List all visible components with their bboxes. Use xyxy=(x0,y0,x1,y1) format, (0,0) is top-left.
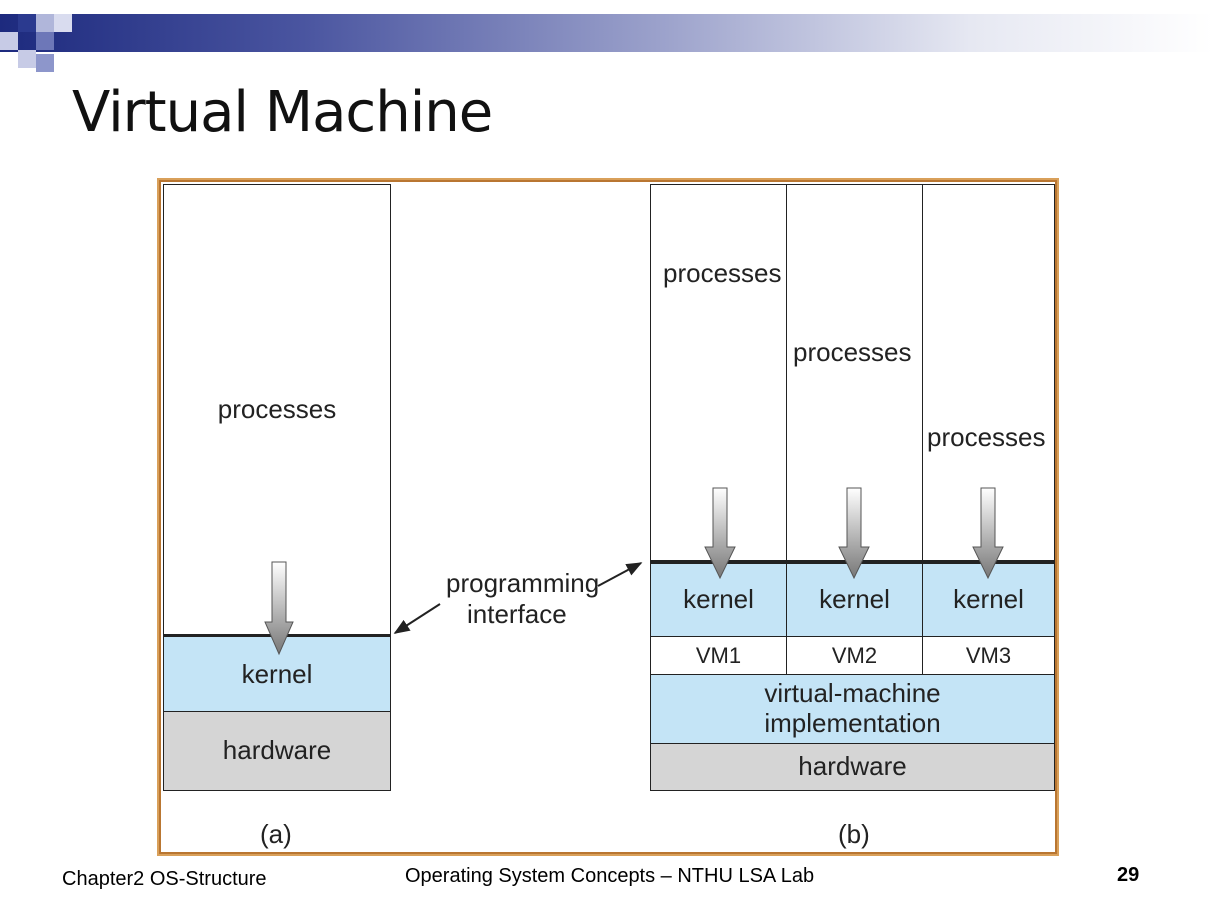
vm-implementation-label-line2: implementation xyxy=(764,708,941,738)
header-square xyxy=(18,14,36,32)
hardware-label-a: hardware xyxy=(222,735,332,766)
hardware-box-b: hardware xyxy=(650,743,1055,791)
footer-center: Operating System Concepts – NTHU LSA Lab xyxy=(405,865,815,887)
interface-arrow-left xyxy=(393,603,441,634)
caption-b: (b) xyxy=(838,819,870,849)
down-arrow-a xyxy=(264,561,294,656)
hardware-box-a: hardware xyxy=(163,711,391,791)
processes-label-vm2: processes xyxy=(793,337,912,367)
processes-label-vm3: processes xyxy=(927,422,1046,452)
processes-label-vm1: processes xyxy=(663,258,782,288)
vm-label-2: VM2 xyxy=(831,642,878,668)
header-square xyxy=(36,54,54,72)
kernel-label-vm3: kernel xyxy=(953,584,1024,615)
header-band xyxy=(0,14,1213,52)
header-square xyxy=(36,14,54,32)
slide-title: Virtual Machine xyxy=(72,80,493,145)
programming-interface-label-line2: interface xyxy=(467,599,567,629)
down-arrow-vm2 xyxy=(838,487,870,580)
page-number: 29 xyxy=(1117,864,1140,886)
kernel-label-vm2: kernel xyxy=(819,584,890,615)
header-square xyxy=(0,32,18,50)
processes-box-a: processes xyxy=(163,184,391,636)
programming-interface-label-line1: programming xyxy=(446,568,600,598)
vm-box-2: VM2 xyxy=(786,636,923,675)
header-square xyxy=(36,32,54,50)
footer-left: Chapter2 OS-Structure xyxy=(62,868,267,890)
vm-implementation-box: virtual-machine implementation xyxy=(650,674,1055,744)
interface-arrow-right xyxy=(597,562,643,587)
vm-implementation-label-line1: virtual-machine xyxy=(764,678,941,709)
vm-box-1: VM1 xyxy=(650,636,787,675)
caption-a: (a) xyxy=(260,819,292,849)
header-square xyxy=(18,50,36,68)
diagram-frame xyxy=(157,178,1059,856)
header-square xyxy=(54,14,72,32)
processes-label-a: processes xyxy=(217,394,337,425)
kernel-label-vm1: kernel xyxy=(683,584,754,615)
vm-label-1: VM1 xyxy=(695,642,742,668)
kernel-label-a: kernel xyxy=(241,658,313,689)
hardware-label-b: hardware xyxy=(798,751,907,782)
down-arrow-vm3 xyxy=(972,487,1004,580)
down-arrow-vm1 xyxy=(704,487,736,580)
vm-label-3: VM3 xyxy=(965,642,1012,668)
